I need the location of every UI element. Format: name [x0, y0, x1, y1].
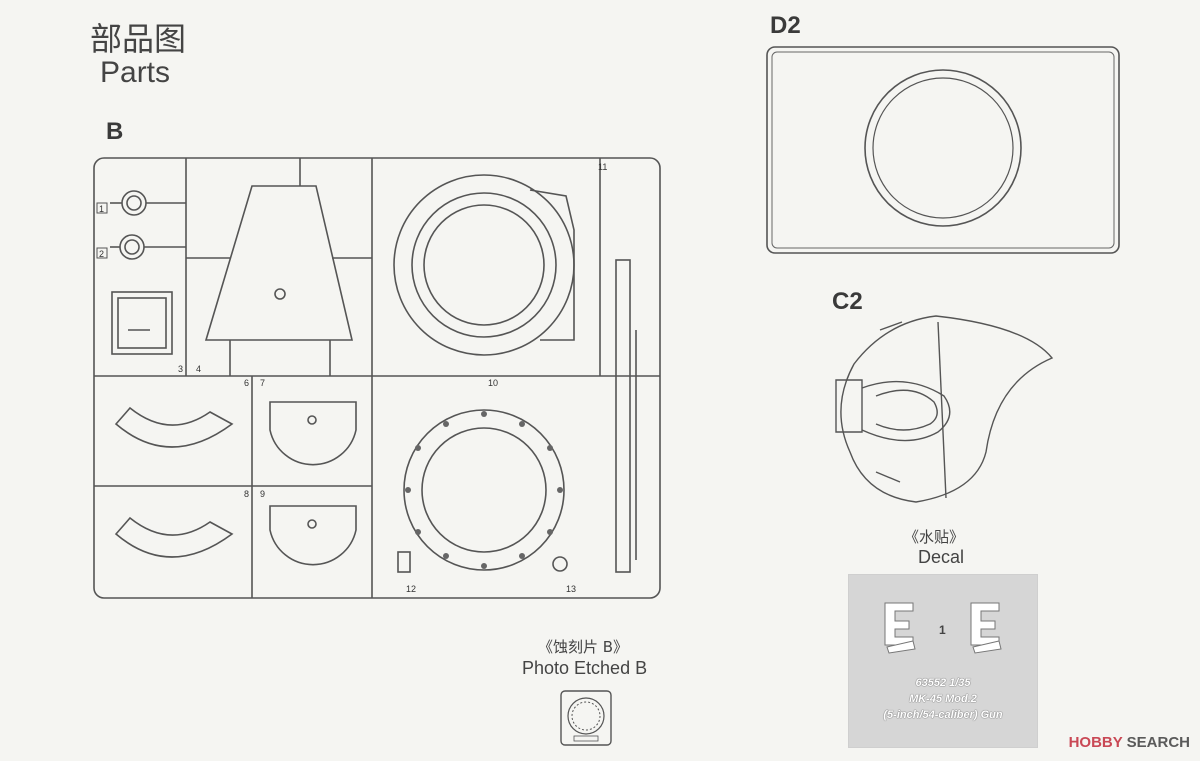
part-c2-label: C2 — [832, 288, 863, 315]
part-num-4: 4 — [196, 364, 201, 374]
part-num-3: 3 — [178, 364, 183, 374]
photo-etched-caption-cn: 《蚀刻片 B》 — [538, 638, 629, 656]
part-d2-label: D2 — [770, 12, 801, 39]
sprue-b-drawing: 1 2 3 4 6 7 8 9 10 11 12 13 — [93, 157, 661, 599]
part-num-1: 1 — [99, 204, 104, 214]
part-num-12: 12 — [406, 584, 416, 594]
part-num-6: 6 — [244, 378, 249, 388]
part-num-8: 8 — [244, 489, 249, 499]
decal-number: 1 — [939, 623, 946, 637]
part-num-2: 2 — [99, 249, 104, 259]
decal-caption-en: Decal — [918, 547, 965, 567]
decal-description: (5-inch/54-caliber) Gun — [883, 709, 1003, 721]
watermark-brand: HOBBY — [1068, 734, 1123, 751]
part-num-13: 13 — [566, 584, 576, 594]
part-num-10: 10 — [488, 378, 498, 388]
photo-etched-drawing — [560, 690, 612, 746]
part-num-7: 7 — [260, 378, 265, 388]
part-d2-drawing — [766, 46, 1120, 254]
photo-etched-caption-en: Photo Etched B — [522, 658, 648, 678]
decal-caption-cn: 《水贴》 — [904, 528, 965, 546]
decal-sheet: 1 63552 1/35 MK-45 Mod.2 (5-inch/54-cali… — [848, 574, 1038, 748]
page-title-en: Parts — [100, 56, 171, 89]
decal-letter-e-left — [884, 602, 916, 654]
watermark-logo: HOBBY SEARCH — [1069, 734, 1190, 751]
part-num-9: 9 — [260, 489, 265, 499]
page-title-cn: 部品图 — [90, 20, 187, 58]
sprue-b-label: B — [106, 118, 124, 145]
part-num-11: 11 — [598, 162, 607, 172]
part-c2-drawing — [835, 315, 1054, 503]
decal-code: 63552 1/35 — [915, 677, 971, 689]
decal-model: MK-45 Mod.2 — [909, 693, 977, 705]
decal-letter-e-right — [970, 602, 1002, 654]
watermark-suffix: SEARCH — [1122, 734, 1190, 751]
